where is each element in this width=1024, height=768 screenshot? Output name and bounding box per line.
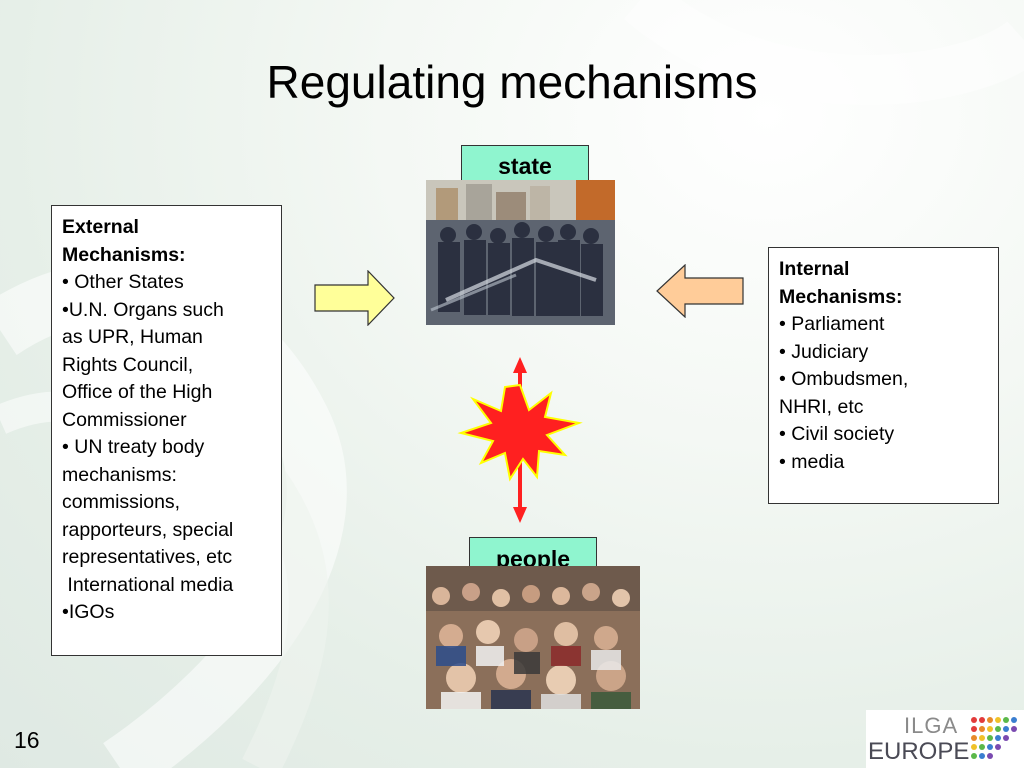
slide-number: 16: [14, 727, 40, 753]
right-arrow: [314, 270, 395, 326]
conflict-burst: [457, 357, 583, 523]
logo-text-ilga: ILGA: [904, 713, 959, 738]
external-line: representatives, etc: [62, 546, 233, 568]
internal-line: • Ombudsmen,: [779, 368, 909, 390]
external-line: • UN treaty body: [62, 436, 205, 458]
external-line: International media: [62, 573, 234, 596]
riot-police-image: [426, 180, 615, 325]
external-line: mechanisms:: [62, 463, 177, 486]
external-mechanisms-box: External Mechanisms: • Other States •U.N…: [51, 205, 282, 656]
internal-mechanisms-box: Internal Mechanisms: • Parliament • Judi…: [768, 247, 999, 504]
external-line: •U.N. Organs such: [62, 298, 224, 321]
state-photo: [426, 180, 615, 325]
external-line: rapporteurs, special: [62, 518, 234, 541]
people-photo: [426, 566, 640, 709]
external-line: •IGOs: [62, 601, 115, 623]
ilga-europe-logo: ILGA EUROPE: [866, 710, 1024, 768]
external-line: commissions,: [62, 491, 181, 513]
state-label: state: [461, 145, 589, 187]
external-line: Office of the High: [62, 381, 213, 403]
internal-line: • Civil society: [779, 423, 895, 445]
internal-heading-2: Mechanisms:: [779, 285, 903, 308]
crowd-image: [426, 566, 640, 709]
internal-line: NHRI, etc: [779, 395, 864, 418]
external-line: Commissioner: [62, 408, 187, 431]
external-line: as UPR, Human: [62, 326, 203, 348]
external-heading-2: Mechanisms:: [62, 243, 186, 266]
internal-line: • media: [779, 450, 845, 473]
external-line: • Other States: [62, 271, 184, 293]
internal-line: • Judiciary: [779, 340, 869, 363]
slide-title: Regulating mechanisms: [266, 56, 758, 108]
logo-text-europe: EUROPE: [868, 738, 970, 765]
left-arrow: [656, 264, 744, 318]
external-heading-1: External: [62, 216, 139, 238]
internal-heading-1: Internal: [779, 258, 850, 280]
rainbow-dots-icon: [971, 717, 1017, 759]
internal-line: • Parliament: [779, 313, 885, 335]
external-line: Rights Council,: [62, 353, 194, 376]
